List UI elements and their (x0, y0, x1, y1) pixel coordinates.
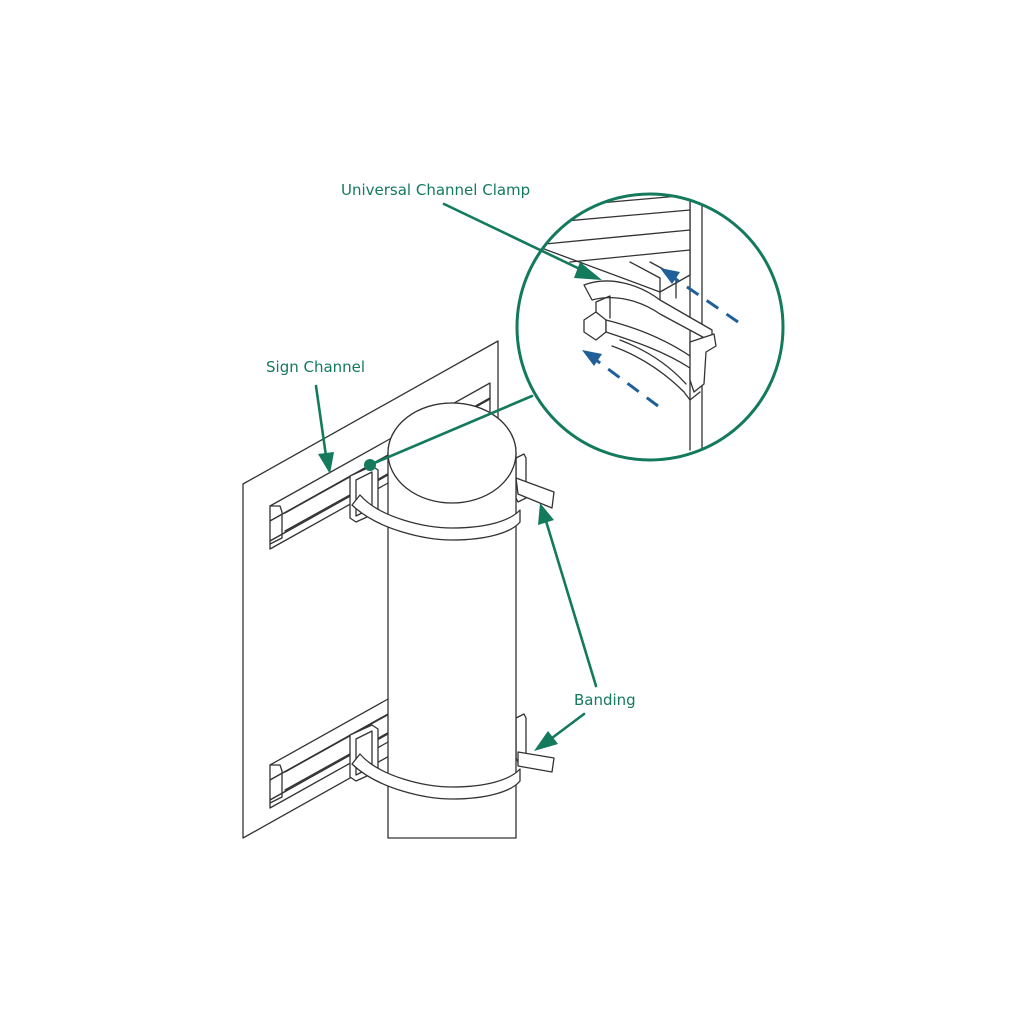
leader-dot (364, 459, 376, 471)
pole (387, 402, 517, 839)
detail-magnifier (515, 192, 785, 462)
dashed-arrow-lower (595, 358, 659, 408)
banding-top (351, 477, 555, 541)
callout-universal-channel-clamp: Universal Channel Clamp (341, 181, 531, 199)
detail-leader (364, 394, 534, 471)
arrowhead-upper (660, 268, 680, 284)
callout-arrow-banding-bottom (534, 712, 586, 751)
banding-bottom (351, 751, 555, 800)
callout-sign-channel: Sign Channel (266, 358, 366, 376)
callout-arrow-sign-channel (314, 384, 334, 474)
callout-arrow-clamp (442, 202, 602, 280)
dashed-arrow-upper (673, 276, 739, 324)
detail-direction-arrows (582, 268, 739, 408)
callout-banding: Banding (574, 691, 636, 709)
callout-arrow-banding-top (538, 503, 598, 688)
arrowhead-lower (582, 350, 602, 366)
universal-channel-clamp-detail (583, 280, 717, 401)
